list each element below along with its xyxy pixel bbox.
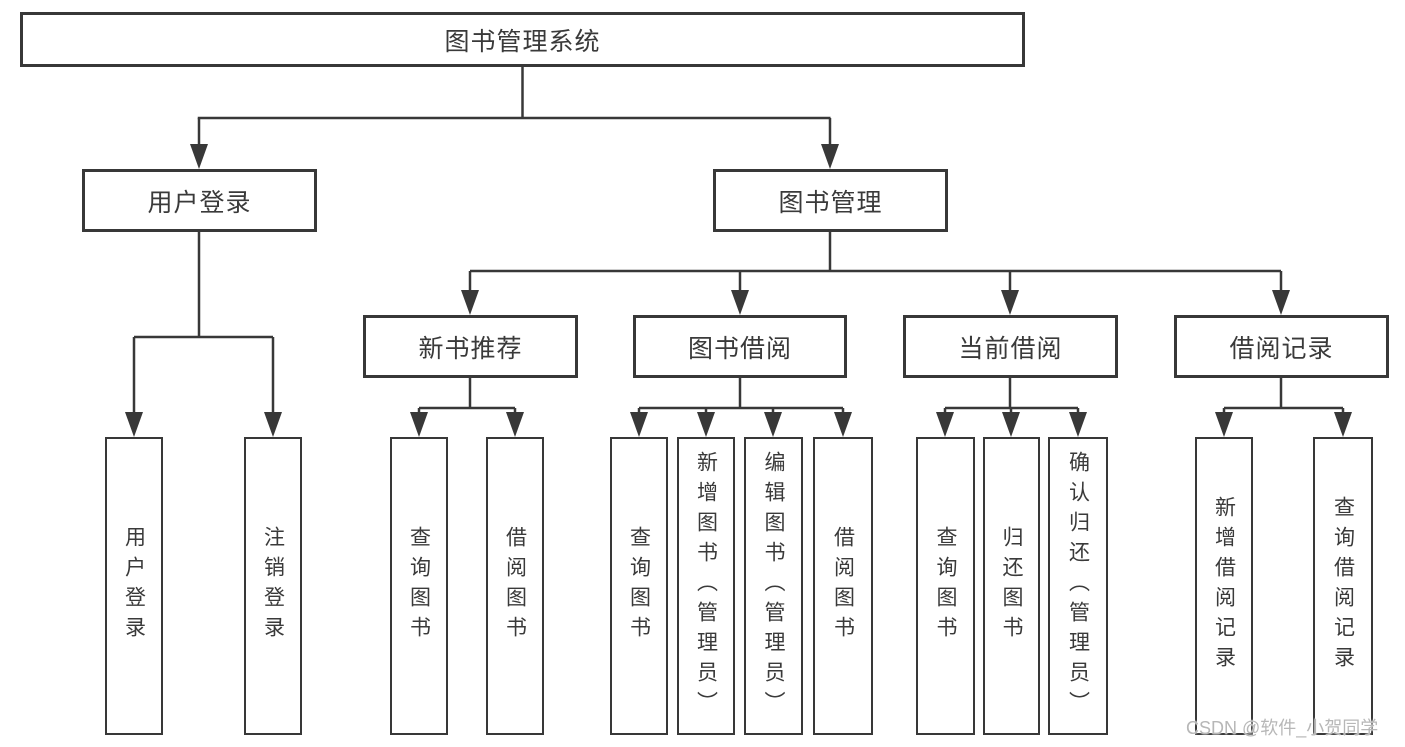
arrow-icon (731, 290, 749, 315)
arrow-icon (630, 412, 648, 437)
leaf-label: 查询图书 (934, 526, 957, 646)
arrow-icon (1002, 412, 1020, 437)
arrow-icon (506, 412, 524, 437)
leaf-label: 确认归还（管理员） (1066, 451, 1090, 721)
node-new-book-recommendation: 新书推荐 (363, 315, 578, 378)
leaf-label: 新增图书（管理员） (694, 451, 718, 721)
arrow-icon (1215, 412, 1233, 437)
leaf-label: 归还图书 (1000, 526, 1023, 646)
node-query-books-current: 查询图书 (916, 437, 975, 735)
node-edit-books-admin: 编辑图书（管理员） (744, 437, 803, 735)
node-add-books-admin: 新增图书（管理员） (677, 437, 735, 735)
node-book-borrowing: 图书借阅 (633, 315, 847, 378)
arrow-icon (190, 144, 208, 169)
arrow-icon (1069, 412, 1087, 437)
arrow-icon (461, 290, 479, 315)
arrow-icon (764, 412, 782, 437)
node-library-management-system: 图书管理系统 (20, 12, 1025, 67)
node-borrowing-records: 借阅记录 (1174, 315, 1389, 378)
leaf-label: 新增借阅记录 (1212, 496, 1236, 676)
node-current-borrowing: 当前借阅 (903, 315, 1118, 378)
leaf-label: 借阅图书 (831, 526, 855, 646)
node-user-login-leaf: 用户登录 (105, 437, 163, 735)
arrow-icon (410, 412, 428, 437)
arrow-icon (125, 412, 143, 437)
node-add-borrow-record: 新增借阅记录 (1195, 437, 1253, 735)
node-book-management: 图书管理 (713, 169, 948, 232)
node-query-books-borrowing: 查询图书 (610, 437, 668, 735)
leaf-label: 注销登录 (261, 526, 285, 646)
leaf-label: 借阅图书 (503, 526, 527, 646)
node-logout: 注销登录 (244, 437, 302, 735)
leaf-label: 查询图书 (627, 526, 651, 646)
node-query-borrow-record: 查询借阅记录 (1313, 437, 1373, 735)
leaf-label: 用户登录 (122, 526, 146, 646)
arrow-icon (1272, 290, 1290, 315)
leaf-label: 查询图书 (407, 526, 431, 646)
arrow-icon (936, 412, 954, 437)
arrow-icon (1334, 412, 1352, 437)
leaf-label: 编辑图书（管理员） (762, 451, 785, 721)
node-borrow-books-recommend: 借阅图书 (486, 437, 544, 735)
arrow-icon (1001, 290, 1019, 315)
node-user-login: 用户登录 (82, 169, 317, 232)
arrow-icon (697, 412, 715, 437)
arrow-icon (264, 412, 282, 437)
arrow-icon (834, 412, 852, 437)
node-confirm-return-admin: 确认归还（管理员） (1048, 437, 1108, 735)
arrow-icon (821, 144, 839, 169)
node-query-books-recommend: 查询图书 (390, 437, 448, 735)
node-return-books: 归还图书 (983, 437, 1040, 735)
leaf-label: 查询借阅记录 (1331, 496, 1355, 676)
arrowheads (125, 144, 1352, 437)
node-borrow-books-borrowing: 借阅图书 (813, 437, 873, 735)
watermark: CSDN @软件_小贺同学 (1186, 718, 1379, 738)
